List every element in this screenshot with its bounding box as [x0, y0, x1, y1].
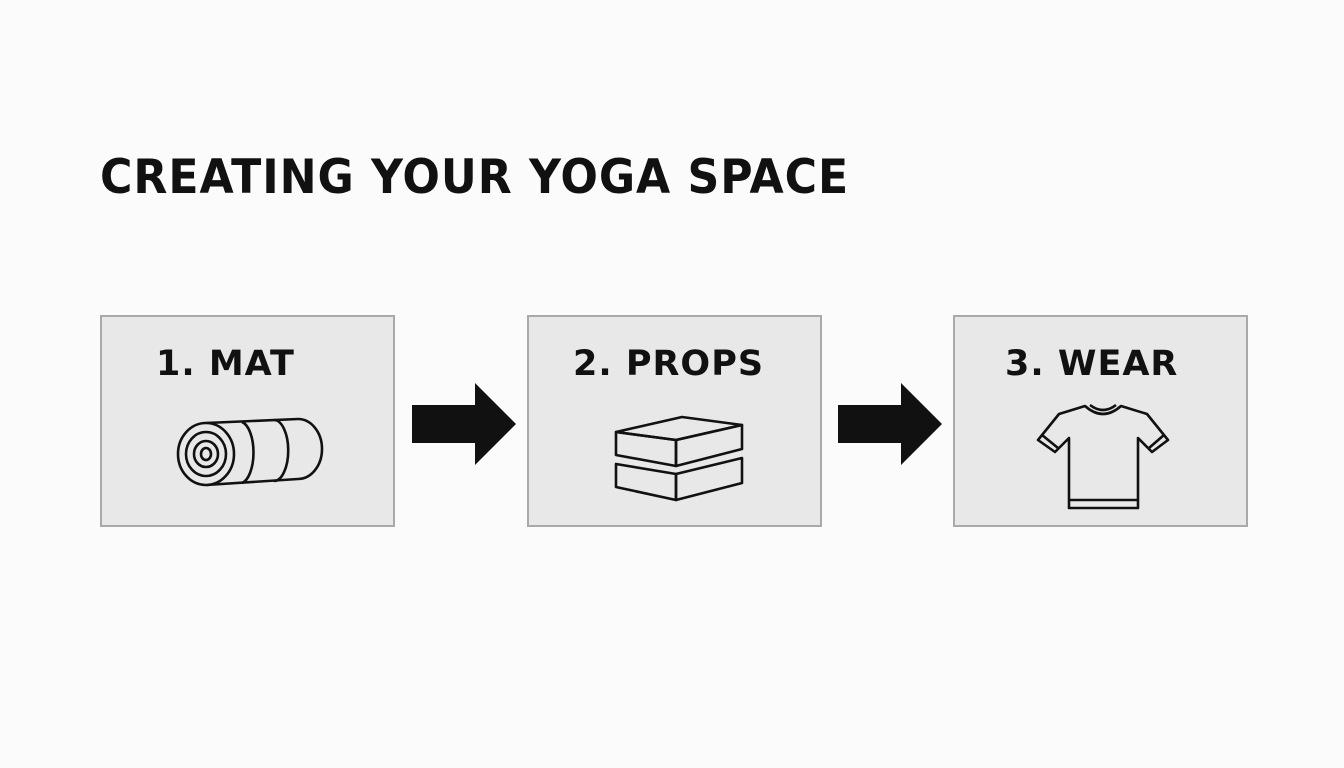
right-arrow-icon: [412, 383, 516, 465]
step-mat-label: 1. MAT: [156, 344, 295, 384]
t-shirt-icon: [1036, 403, 1170, 510]
yoga-mat-icon: [176, 417, 324, 487]
right-arrow-icon: [838, 383, 942, 465]
diagram-title: CREATING YOUR YOGA SPACE: [100, 150, 850, 205]
step-props-box: 2. PROPS: [527, 315, 822, 527]
step-props-label: 2. PROPS: [573, 344, 765, 384]
yoga-blocks-icon: [614, 415, 744, 502]
step-mat-box: 1. MAT: [100, 315, 395, 527]
step-wear-box: 3. WEAR: [953, 315, 1248, 527]
step-wear-label: 3. WEAR: [1005, 344, 1179, 384]
